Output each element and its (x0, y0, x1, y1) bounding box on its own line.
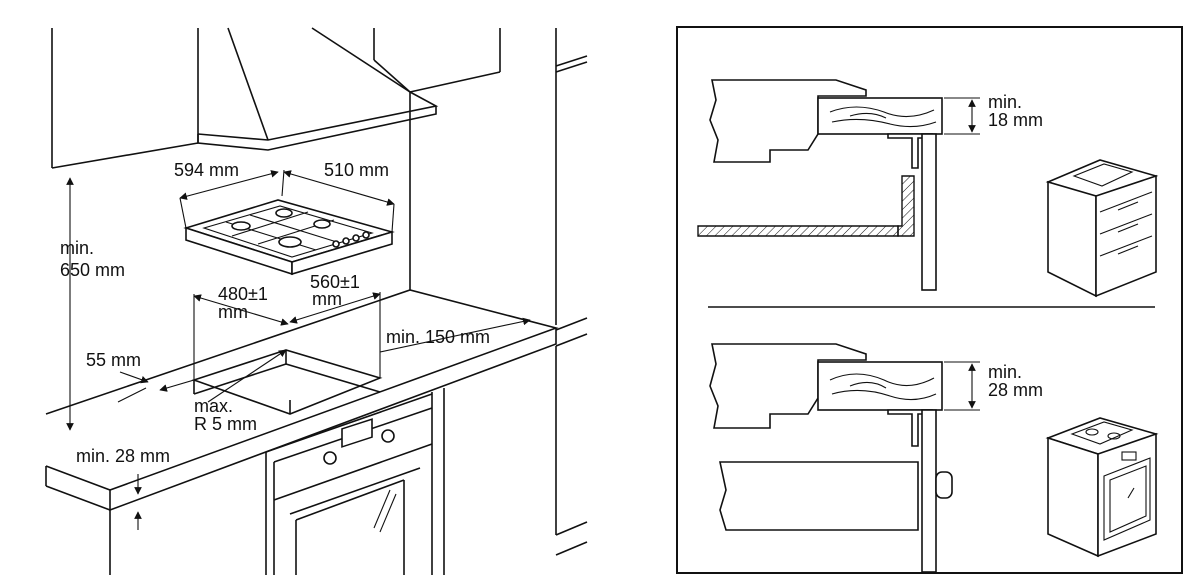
cross-section-panel: min. 18 mm (676, 26, 1183, 574)
section-bottom (709, 343, 980, 573)
cooker-with-oven-icon (1045, 417, 1159, 558)
section-top (697, 79, 980, 291)
cooker-hood (197, 27, 439, 290)
label-cut-560-line2: mm (312, 289, 342, 309)
wall-cabinet (51, 28, 199, 169)
label-width-594: 594 mm (174, 160, 239, 180)
built-in-oven (265, 393, 433, 575)
label-min-150: min. 150 mm (386, 327, 490, 347)
side-wall (555, 28, 588, 325)
label-top-min: min. (988, 92, 1022, 112)
label-cut-480-line2: mm (218, 302, 248, 322)
label-cut-560-line1: 560±1 (310, 272, 360, 292)
base-cabinet (109, 346, 588, 575)
label-margin-55: 55 mm (86, 350, 141, 370)
label-min-650-line2: 650 mm (60, 260, 125, 280)
label-radius-line2: R 5 mm (194, 414, 257, 434)
label-depth-510: 510 mm (324, 160, 389, 180)
label-min-650-line1: min. (60, 238, 94, 258)
gas-hob (183, 199, 395, 276)
label-bottom-min: min. (988, 362, 1022, 382)
dimension-lines (66, 169, 531, 530)
label-radius-line1: max. (194, 396, 233, 416)
label-cut-480-line1: 480±1 (218, 284, 268, 304)
cabinet-with-drawers-icon (1045, 159, 1159, 298)
label-min-28: min. 28 mm (76, 446, 170, 466)
upper-cabinet-right (373, 28, 501, 93)
kitchen-scene: 594 mm 510 mm min. 650 mm 480±1 mm 560±1… (45, 27, 588, 575)
worktop (45, 289, 588, 512)
label-top-18mm: 18 mm (988, 110, 1043, 130)
label-bottom-28mm: 28 mm (988, 380, 1043, 400)
